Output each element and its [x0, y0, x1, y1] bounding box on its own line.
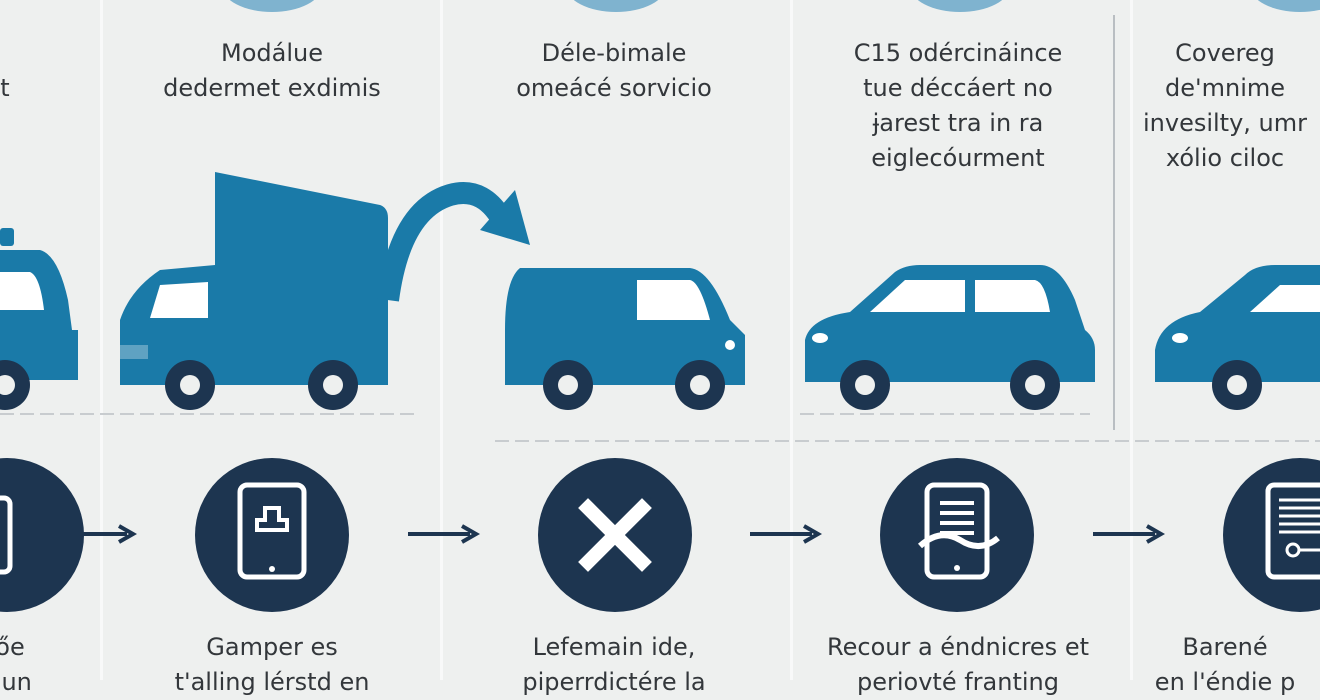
step-circle-document	[1223, 458, 1320, 612]
step-description: C15 odércináince tue déccáert no ɉarest …	[854, 36, 1063, 176]
step-description: Covereg de'mnime invesilty, umr xólio ci…	[1130, 36, 1320, 176]
step-description: Modálue dedermet exdimis	[163, 36, 381, 106]
tablet-signature-icon	[917, 482, 1000, 580]
van-icon	[505, 268, 745, 385]
text-line: en l'éndie p	[1154, 668, 1296, 696]
text-line: Déle-bimale	[541, 39, 687, 67]
text-line: xólio ciloc	[1165, 144, 1285, 172]
car-icon	[0, 228, 78, 380]
text-line: piperrdictére la	[522, 668, 706, 696]
panel-divider-dark	[1113, 15, 1115, 430]
step-description: Déle-bimale omeácé sorvicio	[516, 36, 712, 106]
dashed-line	[800, 413, 1090, 415]
step-circle-top	[1257, 0, 1320, 12]
text-line: Gamper es	[206, 633, 338, 661]
document-icon	[1265, 482, 1320, 580]
step-circle-sign	[880, 458, 1034, 612]
text-line: C15 odércináince	[853, 39, 1063, 67]
step-circle-tablet	[195, 458, 349, 612]
panel-divider	[100, 0, 103, 680]
text-line: invesilty, umr	[1142, 109, 1307, 137]
step-description: t	[0, 71, 9, 106]
step-caption: Lefemain ide, piperrdictére la	[522, 630, 705, 700]
text-line: Covereg	[1175, 39, 1275, 67]
dashed-line	[0, 413, 415, 415]
text-line: dedermet exdimis	[163, 74, 381, 102]
step-circle-phone	[0, 458, 84, 612]
step-circle-cancel	[538, 458, 692, 612]
text-line: t	[0, 74, 10, 102]
phone-icon	[0, 495, 13, 575]
arrow-right-icon	[408, 524, 480, 544]
text-line: eiglecóurment	[871, 144, 1045, 172]
arrow-right-icon	[65, 524, 137, 544]
car-icon	[805, 265, 1095, 382]
text-line: t'alling lérstd en	[174, 668, 370, 696]
step-caption: Recour a éndnicres et periovté franting	[827, 630, 1089, 700]
panel-divider	[790, 0, 793, 680]
text-line: őe	[0, 633, 25, 661]
dashed-line	[495, 440, 1320, 442]
arrow-right-icon	[1093, 524, 1165, 544]
vehicles-illustration	[0, 172, 1320, 410]
step-caption: őe liun	[0, 630, 32, 700]
panel-divider	[440, 0, 443, 680]
text-line: ɉarest tra in ra	[872, 109, 1044, 137]
panel-divider	[1130, 0, 1133, 680]
arrow-right-icon	[750, 524, 822, 544]
text-line: de'mnime	[1165, 74, 1285, 102]
text-line: Barené	[1182, 633, 1268, 661]
text-line: liun	[0, 668, 32, 696]
text-line: Lefemain ide,	[532, 633, 696, 661]
tablet-icon	[237, 482, 307, 580]
step-caption: Gamper es t'alling lérstd en	[175, 630, 370, 700]
truck-icon	[120, 172, 530, 385]
close-x-icon	[578, 498, 652, 572]
text-line: omeácé sorvicio	[516, 74, 712, 102]
text-line: Recour a éndnicres et	[827, 633, 1089, 661]
car-icon	[1155, 265, 1320, 382]
text-line: Modálue	[221, 39, 323, 67]
step-caption: Barené en l'éndie p	[1130, 630, 1320, 700]
text-line: tue déccáert no	[863, 74, 1053, 102]
text-line: periovté franting	[857, 668, 1059, 696]
